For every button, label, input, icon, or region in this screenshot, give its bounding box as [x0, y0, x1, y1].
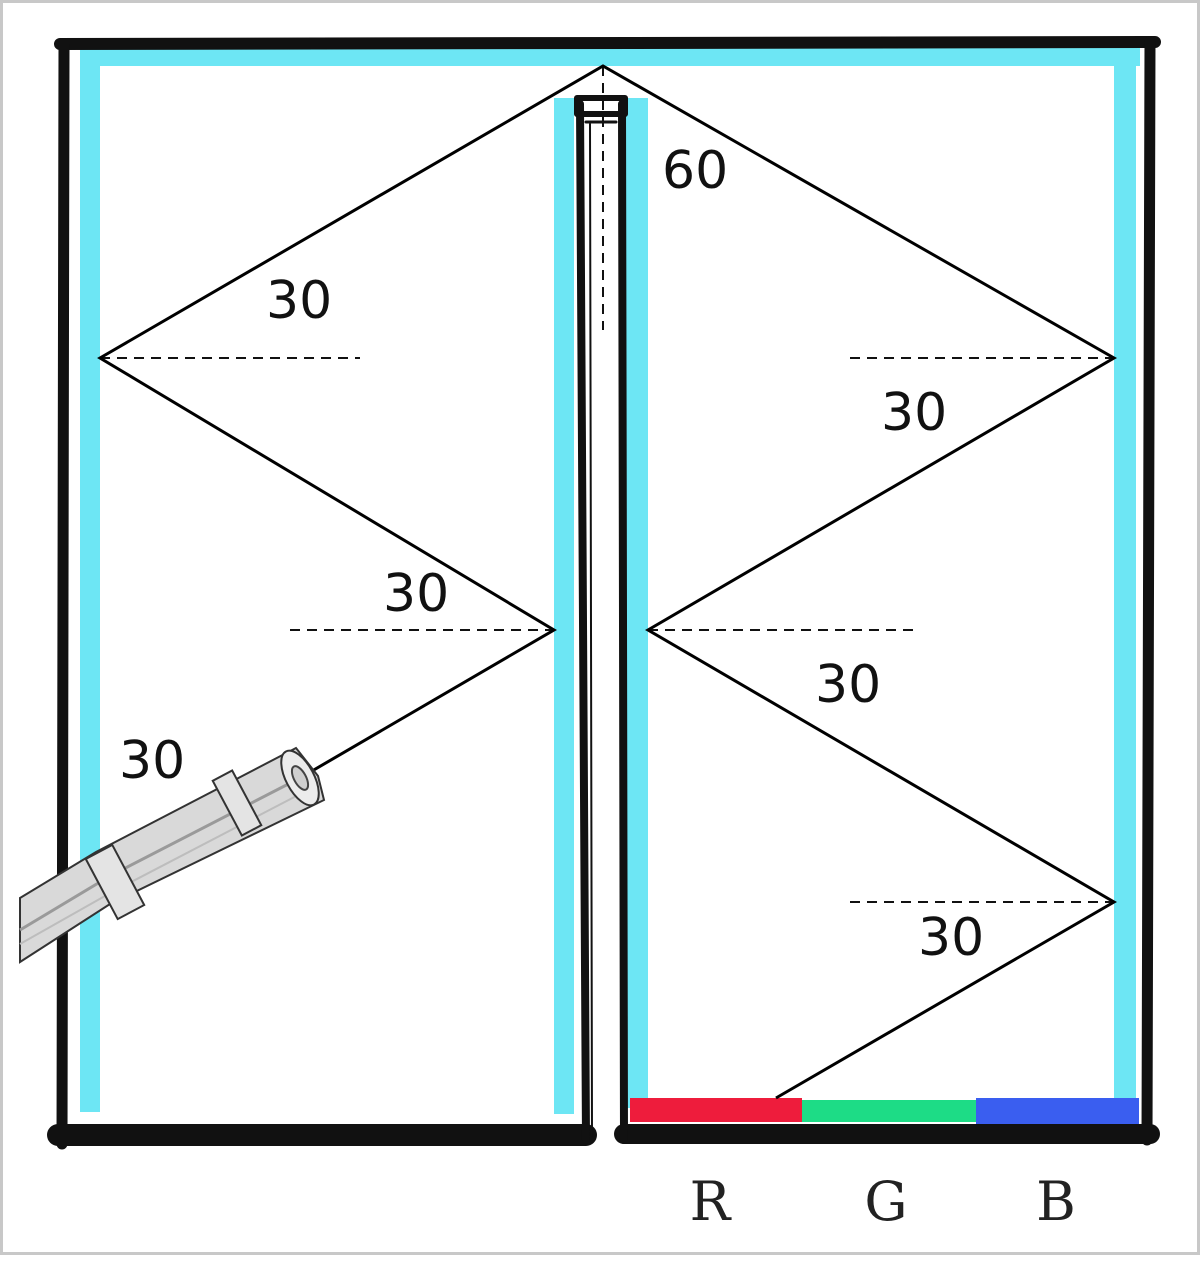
- mirrors: [80, 44, 1140, 1114]
- sensor-strip: [630, 1098, 1139, 1124]
- divider-cap: [574, 95, 628, 117]
- divider-wall-right: [618, 100, 628, 1144]
- sensor-label-g: G: [864, 1170, 907, 1233]
- angle-label-right-middle: 30: [815, 655, 881, 715]
- angle-label-right-lower: 30: [918, 908, 984, 968]
- cannon-icon: [19, 746, 326, 964]
- mirror-divider-left: [554, 98, 574, 1114]
- angle-label-left-middle: 30: [383, 564, 449, 624]
- mirror-left-wall: [80, 44, 100, 1112]
- sensor-bar-g: [802, 1100, 976, 1122]
- angle-label-left-upper: 30: [266, 271, 332, 331]
- normals: [100, 66, 1114, 903]
- angle-label-left-cannon: 30: [119, 731, 185, 791]
- outer-wall-top: [54, 36, 1161, 50]
- walls: [47, 36, 1161, 1150]
- sensor-label-r: R: [690, 1170, 732, 1233]
- angle-label-right-upper: 30: [881, 383, 947, 443]
- mirror-top: [80, 44, 1140, 66]
- angle-labels: 60 30 30 30 30 30 30: [119, 141, 984, 968]
- sensor-bar-b: [976, 1098, 1139, 1124]
- angle-label-apex: 60: [662, 141, 728, 201]
- mirror-right-wall: [1114, 44, 1136, 1106]
- outer-wall-right: [1141, 36, 1156, 1146]
- light-ray: [97, 64, 1117, 1100]
- mirror-divider-right: [626, 98, 648, 1108]
- divider-inner-line: [589, 123, 593, 1137]
- sensor-labels: R G B: [690, 1170, 1076, 1233]
- sensor-label-b: B: [1036, 1170, 1076, 1233]
- divider-wall-left: [576, 100, 590, 1144]
- sensor-bar-r: [630, 1098, 802, 1122]
- outer-wall-left: [56, 38, 70, 1150]
